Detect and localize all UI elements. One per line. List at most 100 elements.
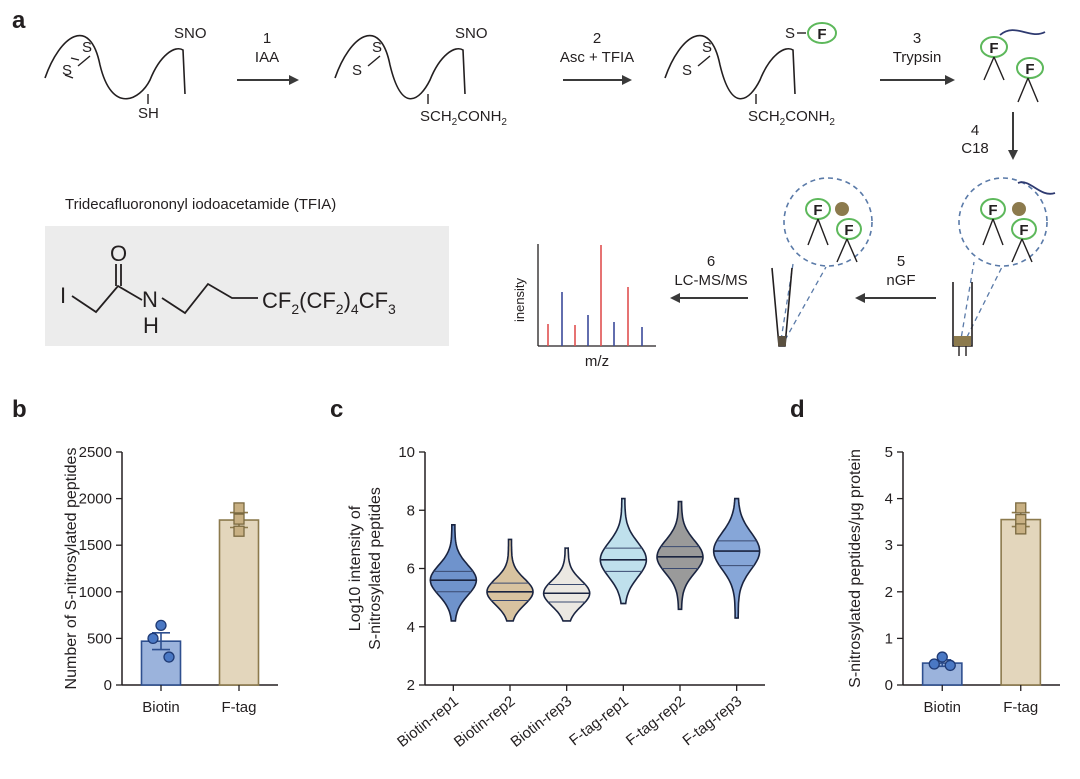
- y-tick-label: 8: [407, 502, 415, 519]
- y-tick-label: 0: [104, 677, 112, 694]
- tfia-structure: I O N H CF2(CF2)4CF3: [60, 241, 396, 338]
- y-axis-title-line2: S-nitrosylated peptides: [367, 487, 384, 650]
- data-point: [944, 659, 956, 672]
- error-bar: [152, 632, 170, 651]
- tfia-title: Tridecafluorononyl iodoacetamide (TFIA): [65, 196, 336, 213]
- alkylated-thiol-label: SCH2CONH2: [420, 108, 507, 128]
- svg-text:F: F: [989, 40, 998, 57]
- y-tick-label: 1500: [79, 537, 112, 554]
- violin-biotin-rep2: [486, 538, 534, 622]
- svg-text:H: H: [143, 313, 159, 338]
- data-point: [163, 651, 175, 663]
- data-point: [233, 502, 245, 514]
- f-tag-label: F: [817, 26, 826, 43]
- panel-letter-c: c: [330, 396, 343, 423]
- protein-structure-2: S S SCH2CONH2 SNO: [334, 25, 507, 128]
- c18-column: F F: [952, 177, 1056, 356]
- panel-letter-b: b: [12, 396, 27, 423]
- disulfide-s-bottom-3: S: [682, 62, 692, 79]
- violin-f-tag-rep3: [712, 497, 761, 619]
- thiol-sh: SH: [138, 105, 159, 122]
- data-point: [1015, 502, 1027, 514]
- y-tick-label: 3: [885, 537, 893, 554]
- svg-text:N: N: [142, 287, 158, 312]
- data-point: [928, 658, 940, 670]
- chart-c-violin: 246810Biotin-rep1Biotin-rep2Biotin-rep3F…: [347, 444, 765, 751]
- disulfide-s-top-2: S: [372, 39, 382, 56]
- y-tick-label: 2000: [79, 491, 112, 508]
- step-1-number: 1: [263, 30, 271, 47]
- step-2-label: Asc + TFIA: [560, 49, 634, 66]
- spectrum-xlabel: m/z: [585, 353, 609, 370]
- step-4-number: 4: [971, 122, 979, 139]
- step-1-label: IAA: [255, 49, 279, 66]
- violin-f-tag-rep2: [656, 500, 704, 611]
- x-tick-label: F-tag-rep3: [679, 693, 745, 750]
- x-tick-label: F-tag-rep1: [566, 693, 632, 750]
- y-tick-label: 2: [885, 584, 893, 601]
- y-tick-label: 2500: [79, 444, 112, 461]
- x-tick-label: F-tag-rep2: [623, 693, 689, 750]
- y-tick-label: 5: [885, 444, 893, 461]
- x-tick-label: F-tag: [221, 699, 256, 716]
- disulfide-s-top-3: S: [702, 39, 712, 56]
- y-tick-label: 1000: [79, 584, 112, 601]
- svg-text:I: I: [60, 283, 66, 308]
- step-6-number: 6: [707, 253, 715, 270]
- step-5-number: 5: [897, 253, 905, 270]
- svg-text:F: F: [844, 222, 853, 239]
- violin-biotin-rep1: [429, 523, 478, 622]
- data-point: [155, 619, 167, 632]
- svg-text:CF2(CF2)4CF3: CF2(CF2)4CF3: [262, 288, 396, 317]
- step-5-label: nGF: [886, 272, 915, 289]
- violin-f-tag-rep1: [599, 497, 648, 605]
- ngf-tip: F F: [771, 177, 873, 347]
- panel-letter-a: a: [12, 7, 26, 34]
- svg-text:F: F: [1025, 61, 1034, 78]
- y-axis-title-line1: Log10 intensity of: [347, 505, 364, 631]
- y-tick-label: 1: [885, 630, 893, 647]
- protein-structure-1: S S SH SNO: [44, 25, 207, 122]
- data-point: [233, 525, 245, 537]
- step-3-number: 3: [913, 30, 921, 47]
- data-point: [1015, 513, 1027, 526]
- digested-peptides: F F: [980, 29, 1046, 103]
- data-point: [233, 513, 245, 525]
- bar-f-tag: [1000, 518, 1042, 686]
- y-tick-label: 0: [885, 677, 893, 694]
- disulfide-s-bottom: S: [62, 62, 72, 79]
- data-point: [1015, 523, 1027, 535]
- step-6-label: LC-MS/MS: [674, 272, 747, 289]
- tfia-structure-box: [45, 226, 449, 346]
- x-tick-label: Biotin-rep1: [394, 693, 462, 751]
- bar-f-tag: [218, 519, 260, 686]
- sno-label-1: SNO: [174, 25, 207, 42]
- step-2-number: 2: [593, 30, 601, 47]
- y-tick-label: 500: [87, 630, 112, 647]
- y-axis-title: S-nitrosylated peptides/μg protein: [847, 449, 864, 688]
- x-tick-label: Biotin: [923, 699, 961, 716]
- data-point: [936, 651, 948, 663]
- s-label-tag: S: [785, 25, 795, 42]
- panel-letter-d: d: [790, 396, 805, 423]
- x-tick-label: F-tag: [1003, 699, 1038, 716]
- y-tick-label: 6: [407, 561, 415, 578]
- svg-text:F: F: [813, 202, 822, 219]
- y-tick-label: 2: [407, 677, 415, 694]
- f-tag-circle: [807, 22, 837, 44]
- sno-label-2: SNO: [455, 25, 488, 42]
- spectrum-ylabel: inensity: [512, 277, 527, 322]
- step-3-label: Trypsin: [893, 49, 942, 66]
- x-tick-label: Biotin-rep2: [451, 693, 519, 751]
- disulfide-s-bottom-2: S: [352, 62, 362, 79]
- protein-structure-3: S S SCH2CONH2 S F: [664, 22, 837, 128]
- alkylated-thiol-label-3: SCH2CONH2: [748, 108, 835, 128]
- disulfide-s-top: S: [82, 39, 92, 56]
- y-tick-label: 10: [398, 444, 415, 461]
- x-tick-label: Biotin: [142, 699, 180, 716]
- y-axis-title: Number of S-nitrosylated peptides: [63, 448, 80, 690]
- svg-text:F: F: [988, 202, 997, 219]
